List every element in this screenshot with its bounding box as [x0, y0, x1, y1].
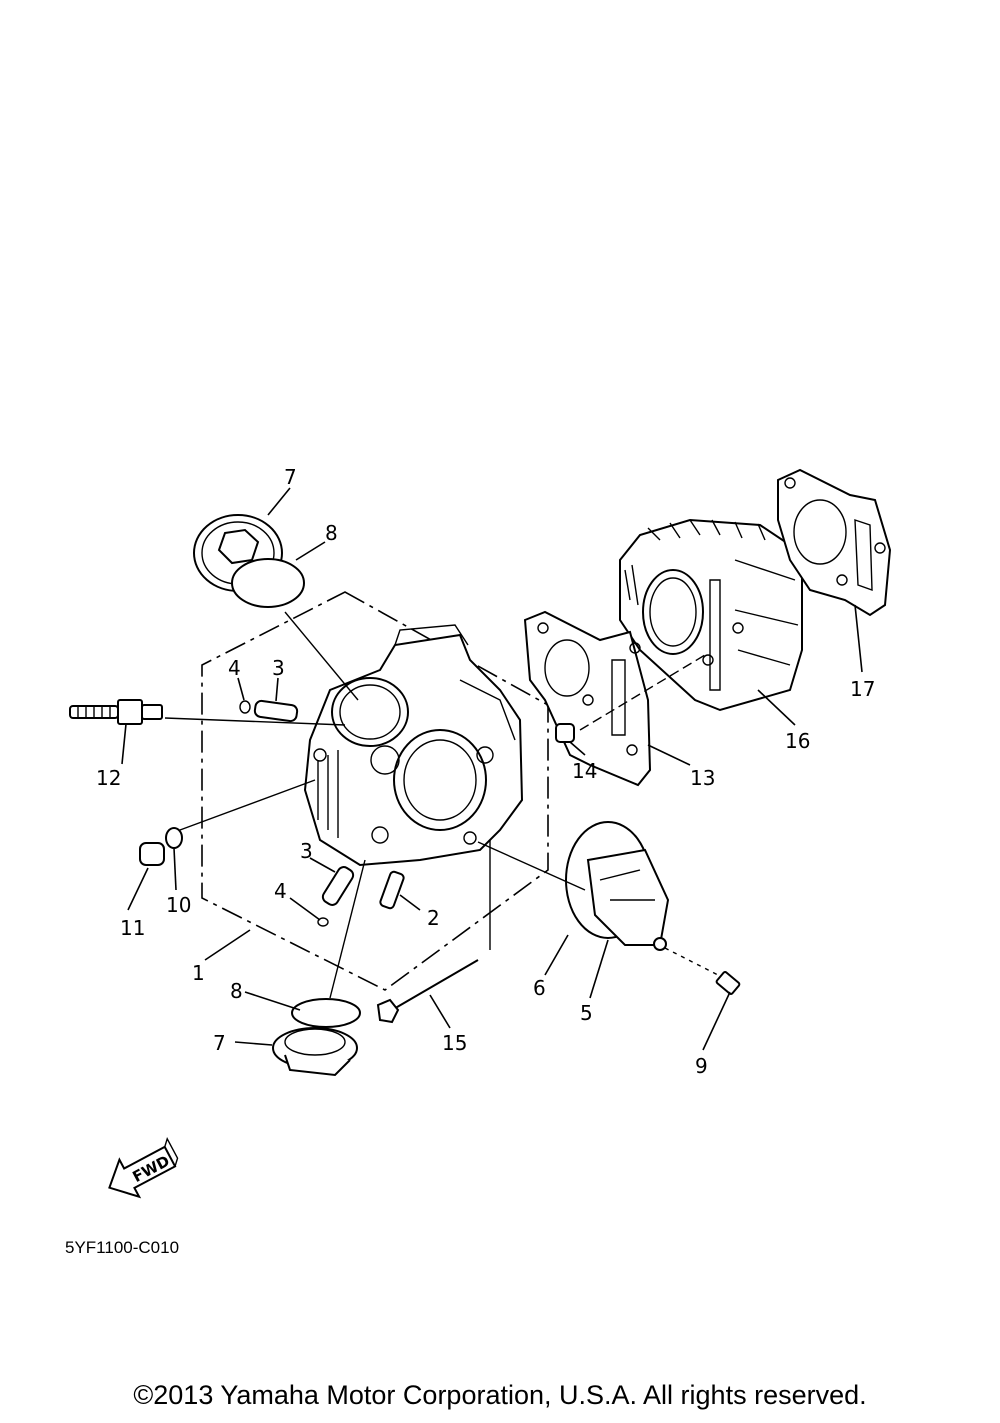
cylinder-head-gasket [777, 468, 892, 617]
label-7-bottom: 7 [213, 1031, 226, 1055]
label-1: 1 [192, 961, 205, 985]
cylinder [619, 518, 803, 712]
label-8-bottom: 8 [230, 979, 243, 1003]
label-17: 17 [850, 677, 875, 701]
part-number-labels: 7 8 4 3 12 11 10 3 4 2 1 8 7 15 6 5 9 14… [96, 465, 875, 1078]
label-11: 11 [120, 916, 145, 940]
side-cover [565, 821, 670, 951]
long-bolt [376, 959, 479, 1024]
washer [165, 827, 183, 849]
tappet-cover-bottom [272, 998, 361, 1077]
diagram-reference-code: 5YF1100-C010 [65, 1238, 180, 1257]
cylinder-base-gasket [523, 610, 652, 787]
forward-direction-arrow: FWD [108, 1136, 179, 1199]
copyright-notice: ©2013 Yamaha Motor Corporation, U.S.A. A… [133, 1380, 867, 1410]
valve-guide-upper [239, 699, 299, 723]
spark-plug [69, 699, 163, 725]
label-4-top: 4 [228, 656, 241, 680]
label-2: 2 [427, 906, 440, 930]
label-7-top: 7 [284, 465, 297, 489]
label-8-top: 8 [325, 521, 338, 545]
label-4-bottom: 4 [274, 879, 287, 903]
stud-bolt [379, 870, 405, 910]
label-5: 5 [580, 1001, 593, 1025]
leader-lines [121, 487, 863, 1051]
dowel-pin [555, 723, 575, 743]
label-10: 10 [166, 893, 191, 917]
label-15: 15 [442, 1031, 467, 1055]
valve-guide-lower [317, 866, 355, 927]
label-16: 16 [785, 729, 810, 753]
tappet-cover-top [193, 514, 305, 608]
label-3-bottom: 3 [300, 839, 313, 863]
label-12: 12 [96, 766, 121, 790]
label-3-top: 3 [272, 656, 285, 680]
label-14: 14 [572, 759, 597, 783]
cylinder-head [303, 624, 524, 867]
label-6: 6 [533, 976, 546, 1000]
plug [139, 842, 165, 866]
label-9: 9 [695, 1054, 708, 1078]
label-13: 13 [690, 766, 715, 790]
cover-bolt [715, 971, 741, 995]
